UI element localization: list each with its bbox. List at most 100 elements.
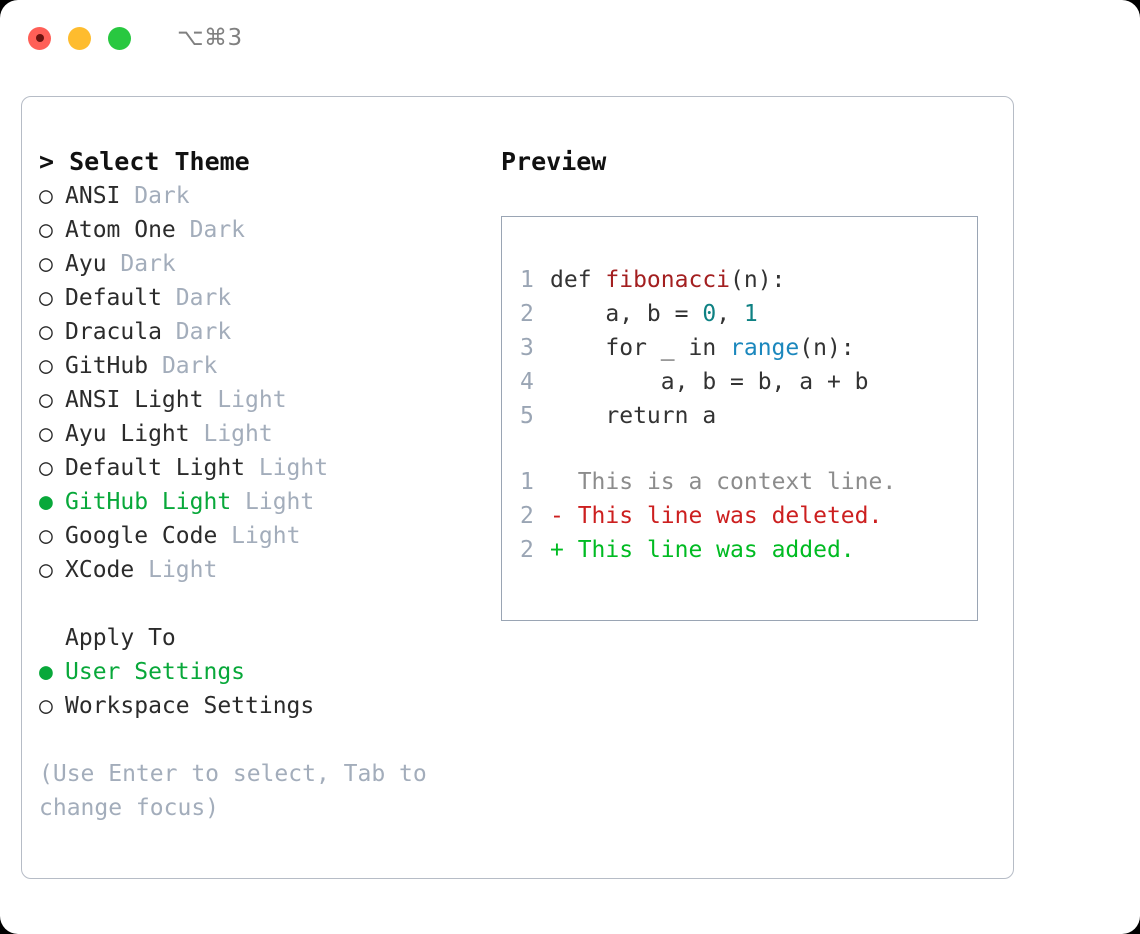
- theme-option-github[interactable]: ○ GitHub Dark: [39, 349, 494, 383]
- theme-option-default-light[interactable]: ○ Default Light Light: [39, 451, 494, 485]
- radio-unselected-icon: ○: [39, 421, 53, 447]
- theme-option-ansi-light[interactable]: ○ANSI Light Light: [39, 383, 494, 417]
- traffic-lights: [28, 26, 131, 50]
- theme-option-label: XCode: [65, 557, 135, 583]
- radio-unselected-icon: ○: [39, 693, 53, 719]
- code-token-kw: range: [730, 335, 800, 361]
- radio-unselected-icon: ○: [39, 523, 53, 549]
- code-token-plain: ,: [716, 301, 744, 327]
- theme-option-label: GitHub: [65, 353, 149, 379]
- theme-option-label: ANSI Light: [65, 387, 204, 413]
- code-line-number: 2: [520, 301, 534, 327]
- theme-option-xcode[interactable]: ○ XCode Light: [39, 553, 494, 587]
- diff-line-add: 2 + This line was added.: [520, 533, 896, 567]
- code-line: 4 a, b = b, a + b: [520, 365, 869, 399]
- theme-selector-column: > Select Theme ○ANSI Dark○Atom One Dark○…: [39, 145, 494, 825]
- theme-option-variant: Dark: [175, 217, 246, 243]
- radio-selected-icon: ●: [39, 489, 53, 515]
- radio-unselected-icon: ○: [39, 455, 53, 481]
- theme-option-variant: Dark: [120, 183, 190, 209]
- code-token-plain: (n):: [799, 335, 855, 361]
- radio-unselected-icon: ○: [39, 285, 53, 311]
- theme-option-label: ANSI: [65, 183, 121, 209]
- radio-unselected-icon: ○: [39, 319, 53, 345]
- apply-to-option-workspace-settings[interactable]: ○ Workspace Settings: [39, 689, 494, 723]
- diff-line-ctx: 1 This is a context line.: [520, 465, 896, 499]
- theme-option-variant: Light: [245, 455, 329, 481]
- theme-option-variant: Light: [134, 557, 218, 583]
- radio-unselected-icon: ○: [39, 557, 53, 583]
- code-token-plain: return a: [550, 403, 717, 429]
- theme-option-atom-one[interactable]: ○ Atom One Dark: [39, 213, 494, 247]
- theme-option-variant: Dark: [161, 319, 232, 345]
- radio-selected-icon: ●: [39, 659, 53, 685]
- theme-option-github-light[interactable]: ●GitHub Light Light: [39, 485, 494, 519]
- theme-option-default[interactable]: ○ Default Dark: [39, 281, 494, 315]
- diff-marker: +: [550, 537, 578, 563]
- close-button[interactable]: [28, 26, 51, 50]
- zoom-button[interactable]: [108, 26, 131, 50]
- diff-text: This line was added.: [577, 537, 855, 563]
- apply-to-list: ● User Settings ○ Workspace Settings: [39, 655, 494, 723]
- code-line: 5 return a: [520, 399, 869, 433]
- code-token-plain: a, b =: [550, 301, 703, 327]
- theme-option-variant: Light: [189, 421, 273, 447]
- code-token-num: 1: [743, 301, 758, 327]
- code-line-number: 5: [520, 403, 534, 429]
- code-token-plain: a, b = b, a + b: [550, 369, 869, 395]
- keyboard-hint-text: (Use Enter to select, Tab to change focu…: [39, 761, 427, 821]
- select-theme-title: Select Theme: [69, 147, 250, 176]
- preview-title: Preview: [501, 147, 607, 176]
- diff-marker: -: [550, 503, 578, 529]
- theme-option-ansi[interactable]: ○ ANSI Dark: [39, 179, 494, 213]
- theme-option-label: Dracula: [65, 319, 162, 345]
- theme-option-label: Google Code: [65, 523, 218, 549]
- theme-option-dracula[interactable]: ○ Dracula Dark: [39, 315, 494, 349]
- minimize-button[interactable]: [68, 26, 91, 50]
- code-line: 3 for _ in range(n):: [520, 331, 869, 365]
- code-token-fn: fibonacci: [605, 267, 731, 293]
- diff-marker: [550, 469, 578, 495]
- theme-option-variant: Dark: [148, 353, 218, 379]
- diff-text: This line was deleted.: [577, 503, 883, 529]
- keyboard-shortcut-label: ⌥⌘3: [177, 25, 243, 51]
- theme-option-ayu-light[interactable]: ○Ayu Light Light: [39, 417, 494, 451]
- apply-to-option-user-settings[interactable]: ● User Settings: [39, 655, 494, 689]
- theme-option-label: Ayu: [65, 251, 107, 277]
- diff-text: This is a context line.: [577, 469, 897, 495]
- apply-to-option-label: Workspace Settings: [65, 693, 315, 719]
- prompt-caret: >: [39, 147, 70, 176]
- radio-unselected-icon: ○: [39, 251, 53, 277]
- theme-option-label: Default: [65, 285, 162, 311]
- select-theme-header: > Select Theme: [39, 145, 494, 179]
- theme-option-label: Default Light: [65, 455, 246, 481]
- radio-unselected-icon: ○: [39, 183, 53, 209]
- radio-unselected-icon: ○: [39, 353, 53, 379]
- diff-line-number: 2: [520, 503, 534, 529]
- title-bar: ⌥⌘3: [0, 0, 1140, 76]
- theme-option-variant: Dark: [161, 285, 232, 311]
- code-line-number: 4: [520, 369, 534, 395]
- diff-line-number: 1: [520, 469, 534, 495]
- theme-list: ○ ANSI Dark ○ Atom One Dark ○ Ayu Dark ○ Defaul…: [39, 179, 494, 587]
- code-token-num: 0: [702, 301, 717, 327]
- radio-unselected-icon: ○: [39, 387, 53, 413]
- diff-line-number: 2: [520, 537, 534, 563]
- main-panel: > Select Theme ○ANSI Dark○Atom One Dark○…: [21, 96, 1014, 879]
- code-line: 2 a, b = 0, 1: [520, 297, 869, 331]
- diff-line-del: 2- This line was deleted.: [520, 499, 896, 533]
- code-token-plain: (n):: [730, 267, 786, 293]
- theme-option-label: Atom One: [65, 217, 176, 243]
- theme-option-google-code[interactable]: ○Google Code Light: [39, 519, 494, 553]
- section-spacer: [39, 587, 494, 621]
- theme-option-variant: Dark: [106, 251, 176, 277]
- radio-unselected-icon: ○: [39, 217, 53, 243]
- theme-option-label: GitHub Light: [65, 489, 232, 515]
- apply-to-option-label: User Settings: [65, 659, 246, 685]
- code-token-plain: def: [550, 267, 606, 293]
- theme-option-ayu[interactable]: ○ Ayu Dark: [39, 247, 494, 281]
